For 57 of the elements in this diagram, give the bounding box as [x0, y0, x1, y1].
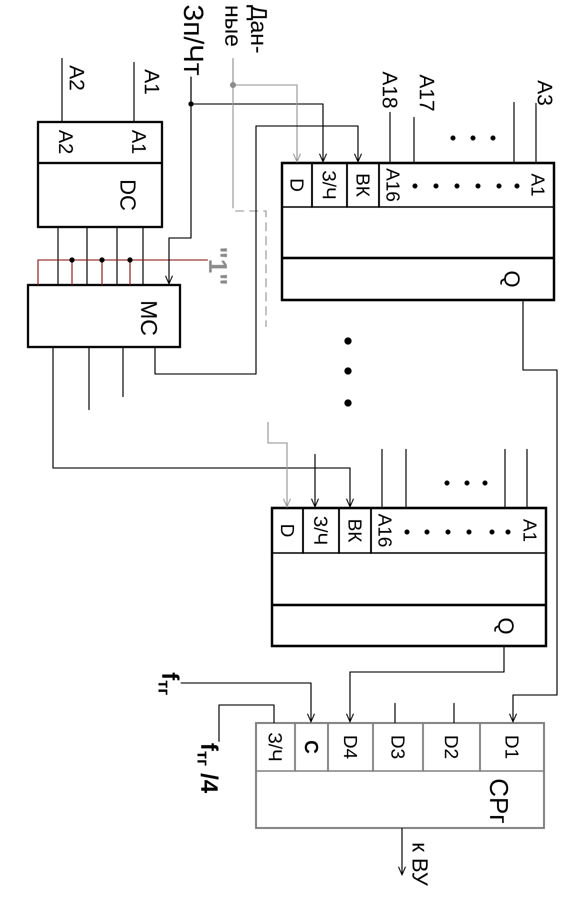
logic-block: A2 A1 DC — [36, 120, 164, 228]
connector-line — [116, 227, 118, 285]
connector-line — [218, 704, 275, 742]
edge-label: A2 — [68, 64, 86, 92]
arrow — [267, 422, 291, 508]
arrow — [311, 454, 319, 508]
connector-line — [381, 449, 383, 508]
connector-line — [513, 102, 515, 163]
pin-cell: ВК — [338, 507, 372, 554]
arrow — [154, 125, 362, 375]
pin-cell: D — [271, 507, 304, 554]
connector-line — [142, 227, 144, 285]
arrow — [509, 300, 558, 723]
connector-line — [535, 103, 537, 163]
edge-label: A17 — [418, 73, 436, 113]
connector-line — [57, 227, 59, 285]
pin-cell: З/Ч — [302, 507, 340, 554]
connector-line — [413, 117, 415, 163]
signal-label: Зп/Чт — [184, 5, 204, 76]
connector-line — [504, 449, 506, 508]
connector-line — [526, 449, 528, 508]
arrow — [180, 682, 315, 723]
connector-line — [394, 703, 396, 723]
connector-line — [453, 703, 455, 723]
connector-line — [61, 58, 63, 122]
pin-cell: D4 — [327, 722, 374, 772]
pin-cell: A16 A1 — [378, 162, 555, 208]
signal-label: "1" — [209, 248, 227, 284]
connector-line — [405, 449, 407, 508]
arrow — [346, 646, 505, 723]
connector-line — [389, 112, 391, 163]
edge-label: A18 — [382, 70, 398, 110]
edge-label: к ВУ — [411, 841, 429, 887]
pin-cell: A16 A1 — [370, 507, 547, 554]
connector-line — [37, 259, 208, 286]
signal-label: Дан- ные — [225, 5, 267, 53]
edge-label: A1 — [144, 68, 160, 96]
arrow — [52, 347, 354, 508]
connector-line — [232, 58, 267, 327]
connector-line — [88, 347, 90, 410]
pin-cell: ВК — [346, 162, 380, 208]
pin-cell: D3 — [372, 722, 424, 772]
arrow — [190, 76, 327, 163]
pin-cell: З/Ч — [255, 722, 296, 772]
pin-cell: D — [281, 162, 313, 208]
edge-label: A3 — [536, 79, 554, 107]
connector-line — [86, 227, 88, 285]
pin-cell: D2 — [422, 722, 481, 772]
pin-cell: C — [294, 722, 329, 772]
connector-line — [122, 347, 124, 397]
signal-label: f$_{тг}$ /4 — [197, 743, 219, 793]
arrow — [398, 828, 406, 876]
pin-cell: З/Ч — [311, 162, 348, 208]
connector-line — [133, 62, 135, 122]
pin-cell: D1 — [479, 722, 545, 772]
logic-block: MC — [26, 284, 182, 348]
signal-label: f$_{тг}$ — [158, 672, 180, 695]
